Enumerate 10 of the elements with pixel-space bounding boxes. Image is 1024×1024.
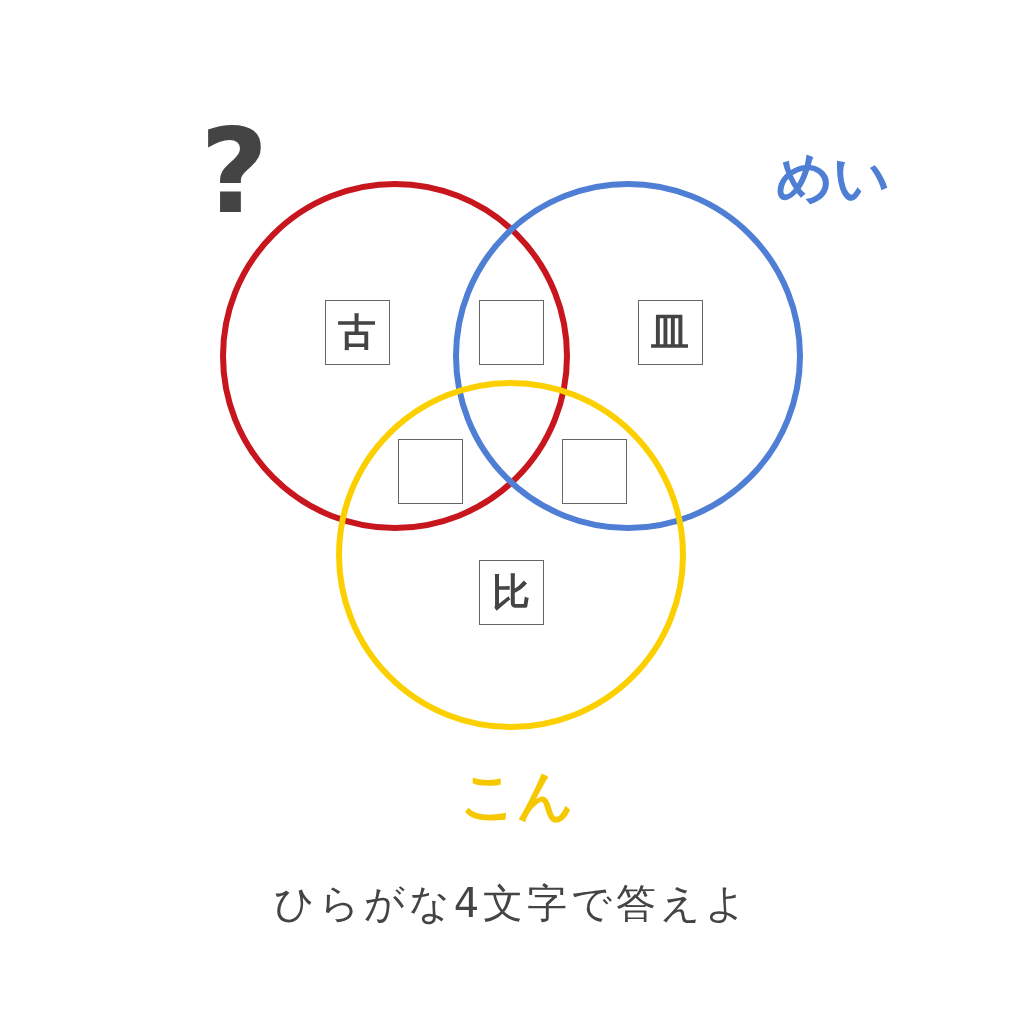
caption: ひらがな4文字で答えよ [273,880,751,926]
answer-box [478,299,544,365]
answer-box [561,438,627,504]
circle-label: こん [460,768,574,824]
kanji-box: 皿 [637,299,703,365]
kanji-box: 比 [478,559,544,625]
answer-box [397,438,463,504]
circle-label: ? [200,112,269,230]
kanji-box: 古 [324,299,390,365]
circle-label: めい [776,150,890,206]
